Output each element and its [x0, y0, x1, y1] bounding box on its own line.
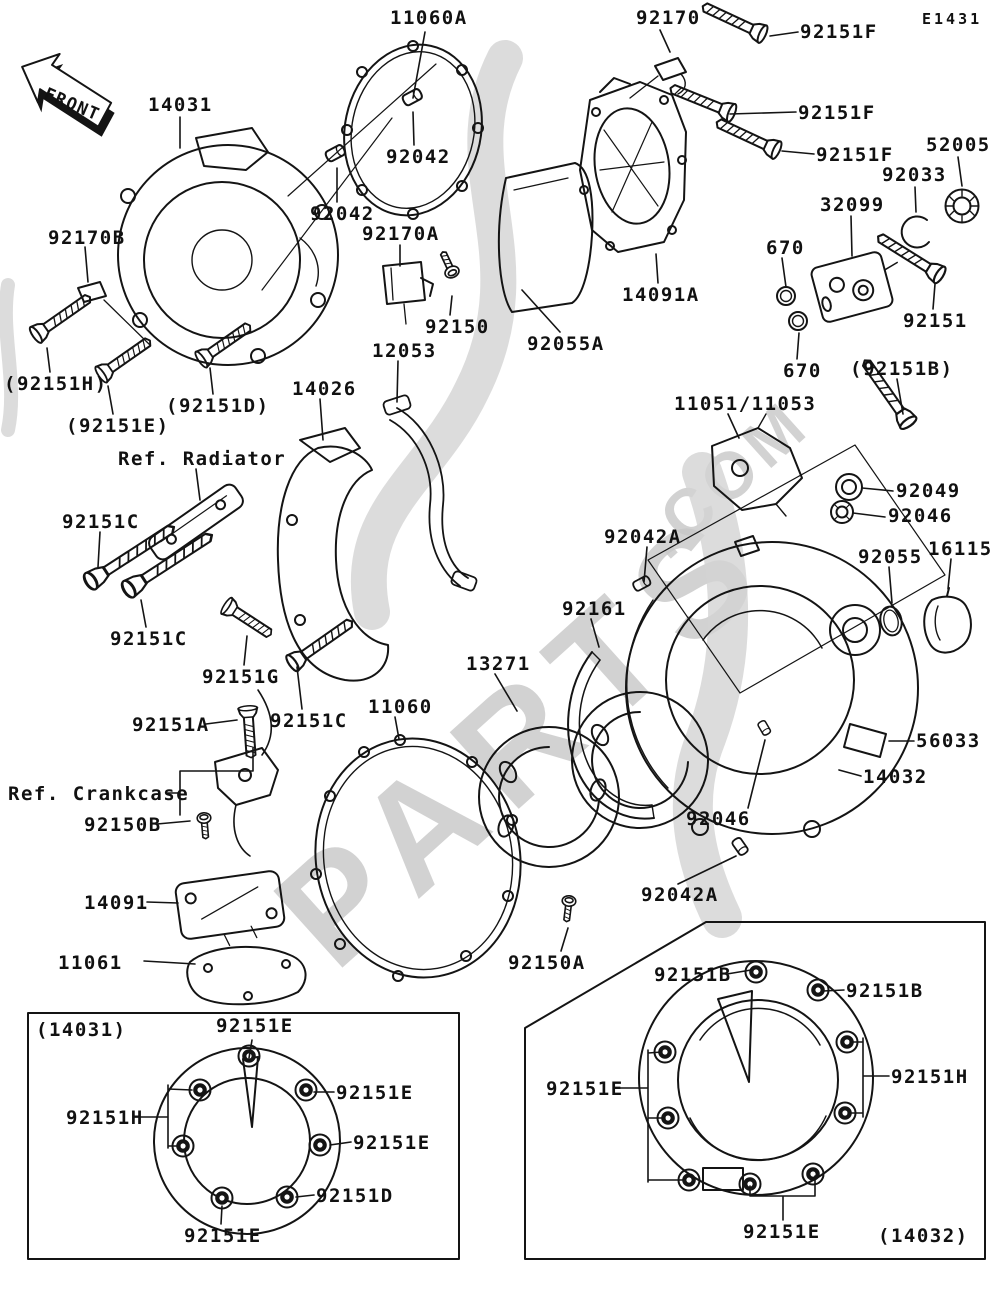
part-drawing-crankcase-bracket	[214, 689, 279, 857]
part-drawing-13271-plates	[478, 691, 709, 868]
part-drawing-56033-plate	[843, 723, 887, 758]
part-drawing-14026-cover	[276, 427, 390, 682]
part-drawing-92049-bearing	[835, 473, 863, 501]
part-drawing-92170A-bracket	[382, 261, 434, 325]
part-drawing-11051-bracket	[711, 413, 803, 517]
part-drawing-32099-pump	[810, 251, 898, 323]
axis-lines	[261, 63, 946, 694]
watermark-swoosh	[0, 40, 749, 938]
part-drawing-92055A-plate	[497, 162, 594, 313]
part-drawing-92055-oring	[879, 605, 903, 637]
part-drawing-14091-breather	[174, 870, 286, 947]
part-drawing-92046-bushing	[830, 500, 854, 524]
front-arrow: FRONT	[21, 52, 115, 137]
part-drawing-92161-gasket	[567, 651, 655, 820]
inset-box-14032	[524, 921, 986, 1260]
part-drawing-670-oring-1	[776, 286, 796, 306]
part-drawing-14091A-mesh-cover	[579, 77, 687, 253]
part-drawing-12053-guide	[382, 394, 478, 592]
part-drawing-92033-circlip	[900, 215, 930, 249]
part-drawing-11060A-gasket	[341, 40, 484, 220]
part-drawing-52005	[944, 188, 980, 224]
inset-box-14031	[27, 1012, 460, 1260]
part-drawing-11060-gasket	[310, 734, 522, 982]
part-drawing-16115-cap	[923, 587, 972, 654]
part-drawing-14032-cover	[625, 535, 919, 838]
diagram-code: E1431	[922, 10, 983, 28]
part-drawing-92170-clamp	[629, 57, 687, 99]
part-drawing-670-oring-2	[788, 311, 808, 331]
part-drawing-14031	[117, 127, 339, 366]
part-drawing-11061-gasket	[186, 946, 307, 1006]
leader-lines	[46, 29, 963, 992]
